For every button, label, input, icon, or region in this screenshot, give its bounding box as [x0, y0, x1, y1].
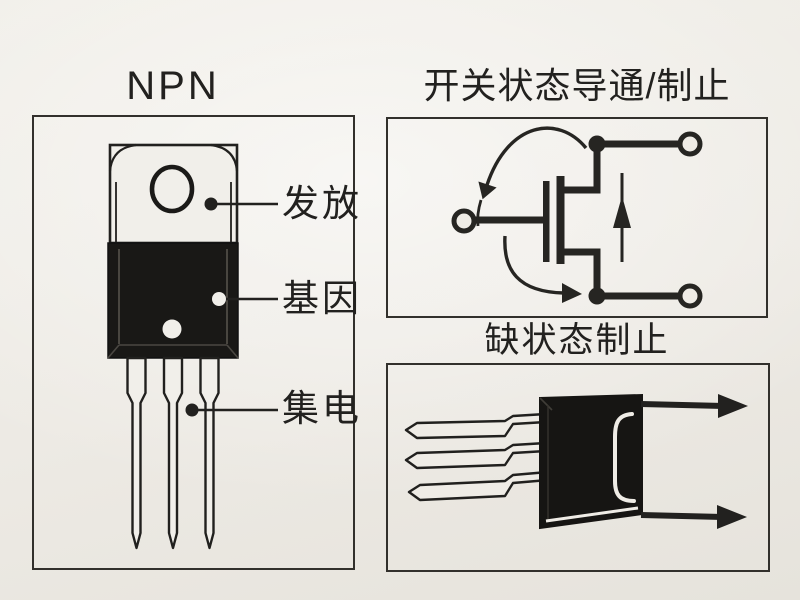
pin-middle: [162, 356, 184, 550]
collector-callout-dot: [185, 403, 199, 417]
drain-terminal-circle: [677, 131, 703, 157]
switch-state-panel-box: [386, 117, 768, 318]
base-callout-dot: [212, 292, 226, 306]
side-pin-top: [404, 412, 548, 440]
body-lower-hole: [162, 319, 182, 339]
source-arm: [561, 248, 601, 292]
body-bottom-highlight: [545, 506, 639, 523]
gate-terminal-circle: [451, 208, 477, 234]
npn-panel-box: [32, 115, 355, 570]
emitter-label: 发放: [282, 183, 362, 224]
drain-junction-dot: [588, 135, 606, 153]
npn-title: NPN: [126, 64, 220, 108]
top-output-arrow-shaft: [640, 401, 725, 409]
collector-label: 集电: [282, 388, 362, 429]
cutoff-state-panel-box: [386, 363, 770, 572]
source-junction-dot: [588, 287, 606, 305]
channel-bar: [556, 176, 565, 264]
pin-right: [199, 356, 220, 550]
side-view-pins: [404, 412, 550, 502]
base-label: 基因: [282, 278, 362, 319]
side-view-body: [539, 393, 643, 530]
bottom-output-arrow-head: [717, 505, 747, 529]
switch-state-title: 开关状态导通/制止: [423, 65, 731, 106]
side-pin-middle: [404, 441, 548, 470]
package-side-drawing: [404, 393, 748, 530]
mosfet-symbol-drawing: [451, 126, 703, 309]
cutoff-state-title: 缺状态制止: [484, 321, 670, 360]
side-pin-bottom: [407, 470, 550, 502]
bottom-output-arrow-shaft: [640, 512, 724, 520]
mounting-hole: [149, 164, 195, 214]
to220-front-drawing: [107, 143, 278, 550]
source-terminal-circle: [677, 283, 703, 309]
tab-left-corner-notch: [108, 143, 137, 172]
pin-left: [126, 356, 147, 550]
gate-bar: [543, 181, 550, 262]
tab-right-corner-notch: [210, 143, 239, 172]
body-groove-highlight: [613, 412, 636, 503]
ccw-top-arrow: [476, 126, 588, 227]
drain-arm: [561, 147, 601, 194]
current-up-arrow: [613, 173, 631, 262]
ccw-bottom-arrow: [503, 235, 582, 303]
to220-pins: [126, 356, 220, 550]
output-arrows: [640, 394, 748, 529]
top-output-arrow-head: [718, 394, 748, 418]
